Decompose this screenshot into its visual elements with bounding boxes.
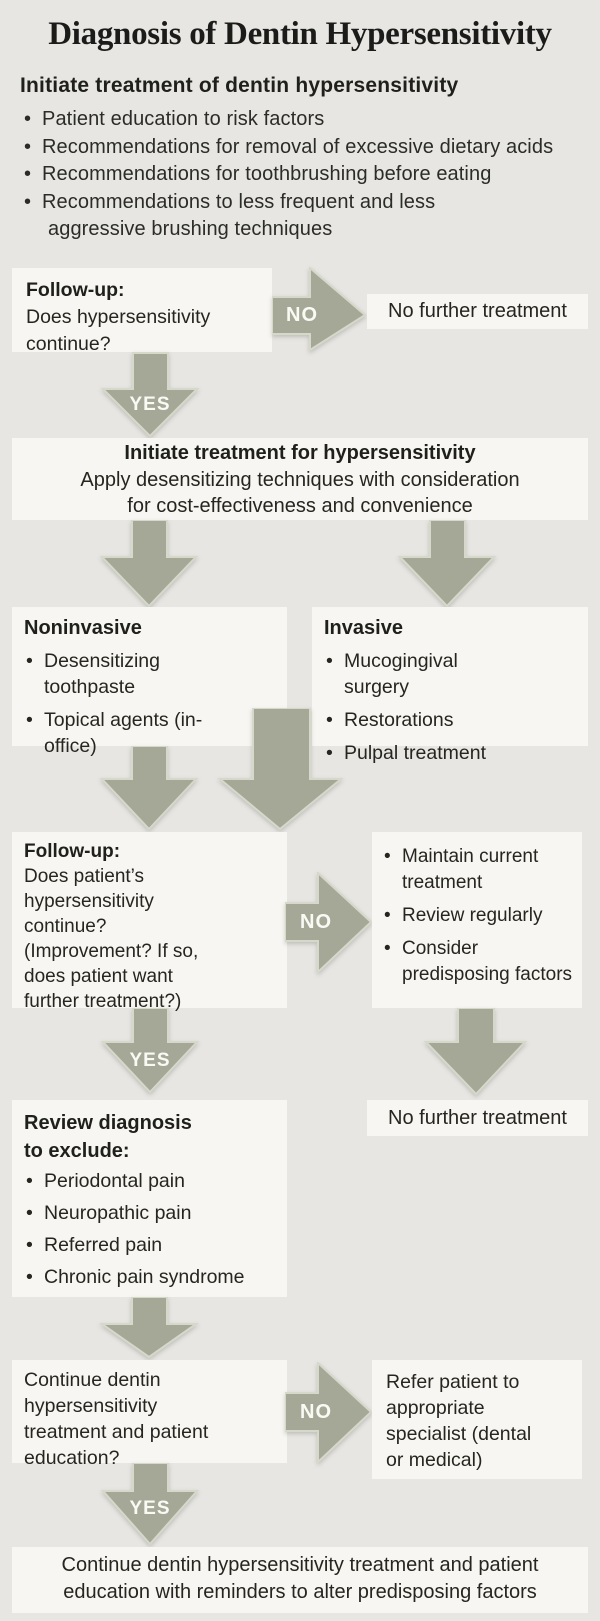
arrow-down-yes-1 bbox=[100, 352, 200, 437]
box-heading: Noninvasive bbox=[24, 617, 142, 639]
maintain-bullets: Maintain current treatment Review regula… bbox=[382, 844, 572, 988]
page-title: Diagnosis of Dentin Hypersensitivity bbox=[48, 16, 552, 52]
list-item: Pulpal treatment bbox=[324, 740, 519, 766]
list-item: Referred pain bbox=[24, 1231, 275, 1259]
no-label-3: NO bbox=[300, 1401, 332, 1423]
list-item: Maintain current treatment bbox=[382, 844, 574, 896]
box-heading: Invasive bbox=[324, 617, 403, 639]
box-noninvasive: Noninvasive Desensitizing toothpaste Top… bbox=[12, 607, 287, 757]
box-refer-specialist: Refer patient to appropriate specialist … bbox=[372, 1360, 582, 1479]
review-bullets: Periodontal pain Neuropathic pain Referr… bbox=[24, 1167, 275, 1291]
box-no-further-treatment-1: No further treatment bbox=[367, 294, 588, 329]
arrow-down-from-invasive bbox=[218, 708, 343, 830]
box-continue-question: Continue dentin hypersensitivity treatme… bbox=[12, 1360, 287, 1469]
intro-bullet: Patient education to risk factors bbox=[22, 106, 588, 134]
arrow-right-no-1 bbox=[272, 267, 367, 351]
intro-heading: Initiate treatment of dentin hypersensit… bbox=[20, 74, 459, 97]
arrow-down-to-noninvasive bbox=[99, 520, 199, 607]
no-label-1: NO bbox=[286, 304, 318, 326]
list-item: Consider predisposing factors bbox=[382, 936, 574, 988]
arrow-right-no-3 bbox=[285, 1362, 373, 1463]
invasive-bullets: Mucogingival surgery Restorations Pulpal… bbox=[324, 648, 576, 766]
box-maintain-treatment: Maintain current treatment Review regula… bbox=[372, 832, 582, 1008]
arrow-down-yes-3 bbox=[100, 1463, 200, 1545]
arrow-down-from-review bbox=[98, 1297, 200, 1358]
arrow-right-no-2 bbox=[285, 872, 373, 973]
box-invasive: Invasive Mucogingival surgery Restoratio… bbox=[312, 607, 588, 766]
box-no-further-treatment-2: No further treatment bbox=[367, 1100, 588, 1136]
box-followup-2: Follow-up: Does patient’s hypersensitivi… bbox=[12, 832, 287, 1012]
list-item: Topical agents (in-office) bbox=[24, 707, 219, 759]
no-label-2: NO bbox=[300, 911, 332, 933]
list-item: Periodontal pain bbox=[24, 1167, 275, 1195]
intro-bullet: Recommendations for removal of excessive… bbox=[22, 134, 588, 162]
list-item: Desensitizing toothpaste bbox=[24, 648, 219, 700]
box-heading: Follow-up: bbox=[26, 279, 125, 301]
yes-label-2: YES bbox=[129, 1050, 171, 1071]
list-item: Mucogingival surgery bbox=[324, 648, 519, 700]
yes-label-1: YES bbox=[129, 394, 171, 415]
arrow-down-to-invasive bbox=[397, 520, 497, 607]
list-item: Neuropathic pain bbox=[24, 1199, 275, 1227]
box-heading: Initiate treatment for hypersensitivity bbox=[124, 442, 476, 464]
intro-bullet: Recommendations to less frequent and les… bbox=[22, 189, 588, 244]
box-initiate-treatment: Initiate treatment for hypersensitivity … bbox=[12, 438, 588, 520]
list-item: Restorations bbox=[324, 707, 519, 733]
box-heading: Follow-up: bbox=[24, 841, 121, 862]
intro-bullet: Recommendations for toothbrushing before… bbox=[22, 161, 588, 189]
arrow-down-yes-2 bbox=[100, 1008, 200, 1093]
arrow-down-from-maintain bbox=[423, 1008, 528, 1096]
noninvasive-bullets: Desensitizing toothpaste Topical agents … bbox=[24, 648, 275, 759]
intro-bullet-list: Patient education to risk factors Recomm… bbox=[22, 106, 588, 244]
list-item: Review regularly bbox=[382, 903, 574, 929]
yes-label-3: YES bbox=[129, 1498, 171, 1519]
box-heading: to exclude: bbox=[24, 1140, 130, 1162]
box-heading: Review diagnosis bbox=[24, 1112, 192, 1134]
box-followup-1: Follow-up: Does hypersensitivity continu… bbox=[12, 268, 272, 355]
list-item: Chronic pain syndrome bbox=[24, 1263, 275, 1291]
box-review-diagnosis: Review diagnosis to exclude: Periodontal… bbox=[12, 1100, 287, 1297]
arrow-down-from-noninvasive bbox=[99, 746, 199, 830]
box-final-continue-treatment: Continue dentin hypersensitivity treatme… bbox=[12, 1547, 588, 1613]
